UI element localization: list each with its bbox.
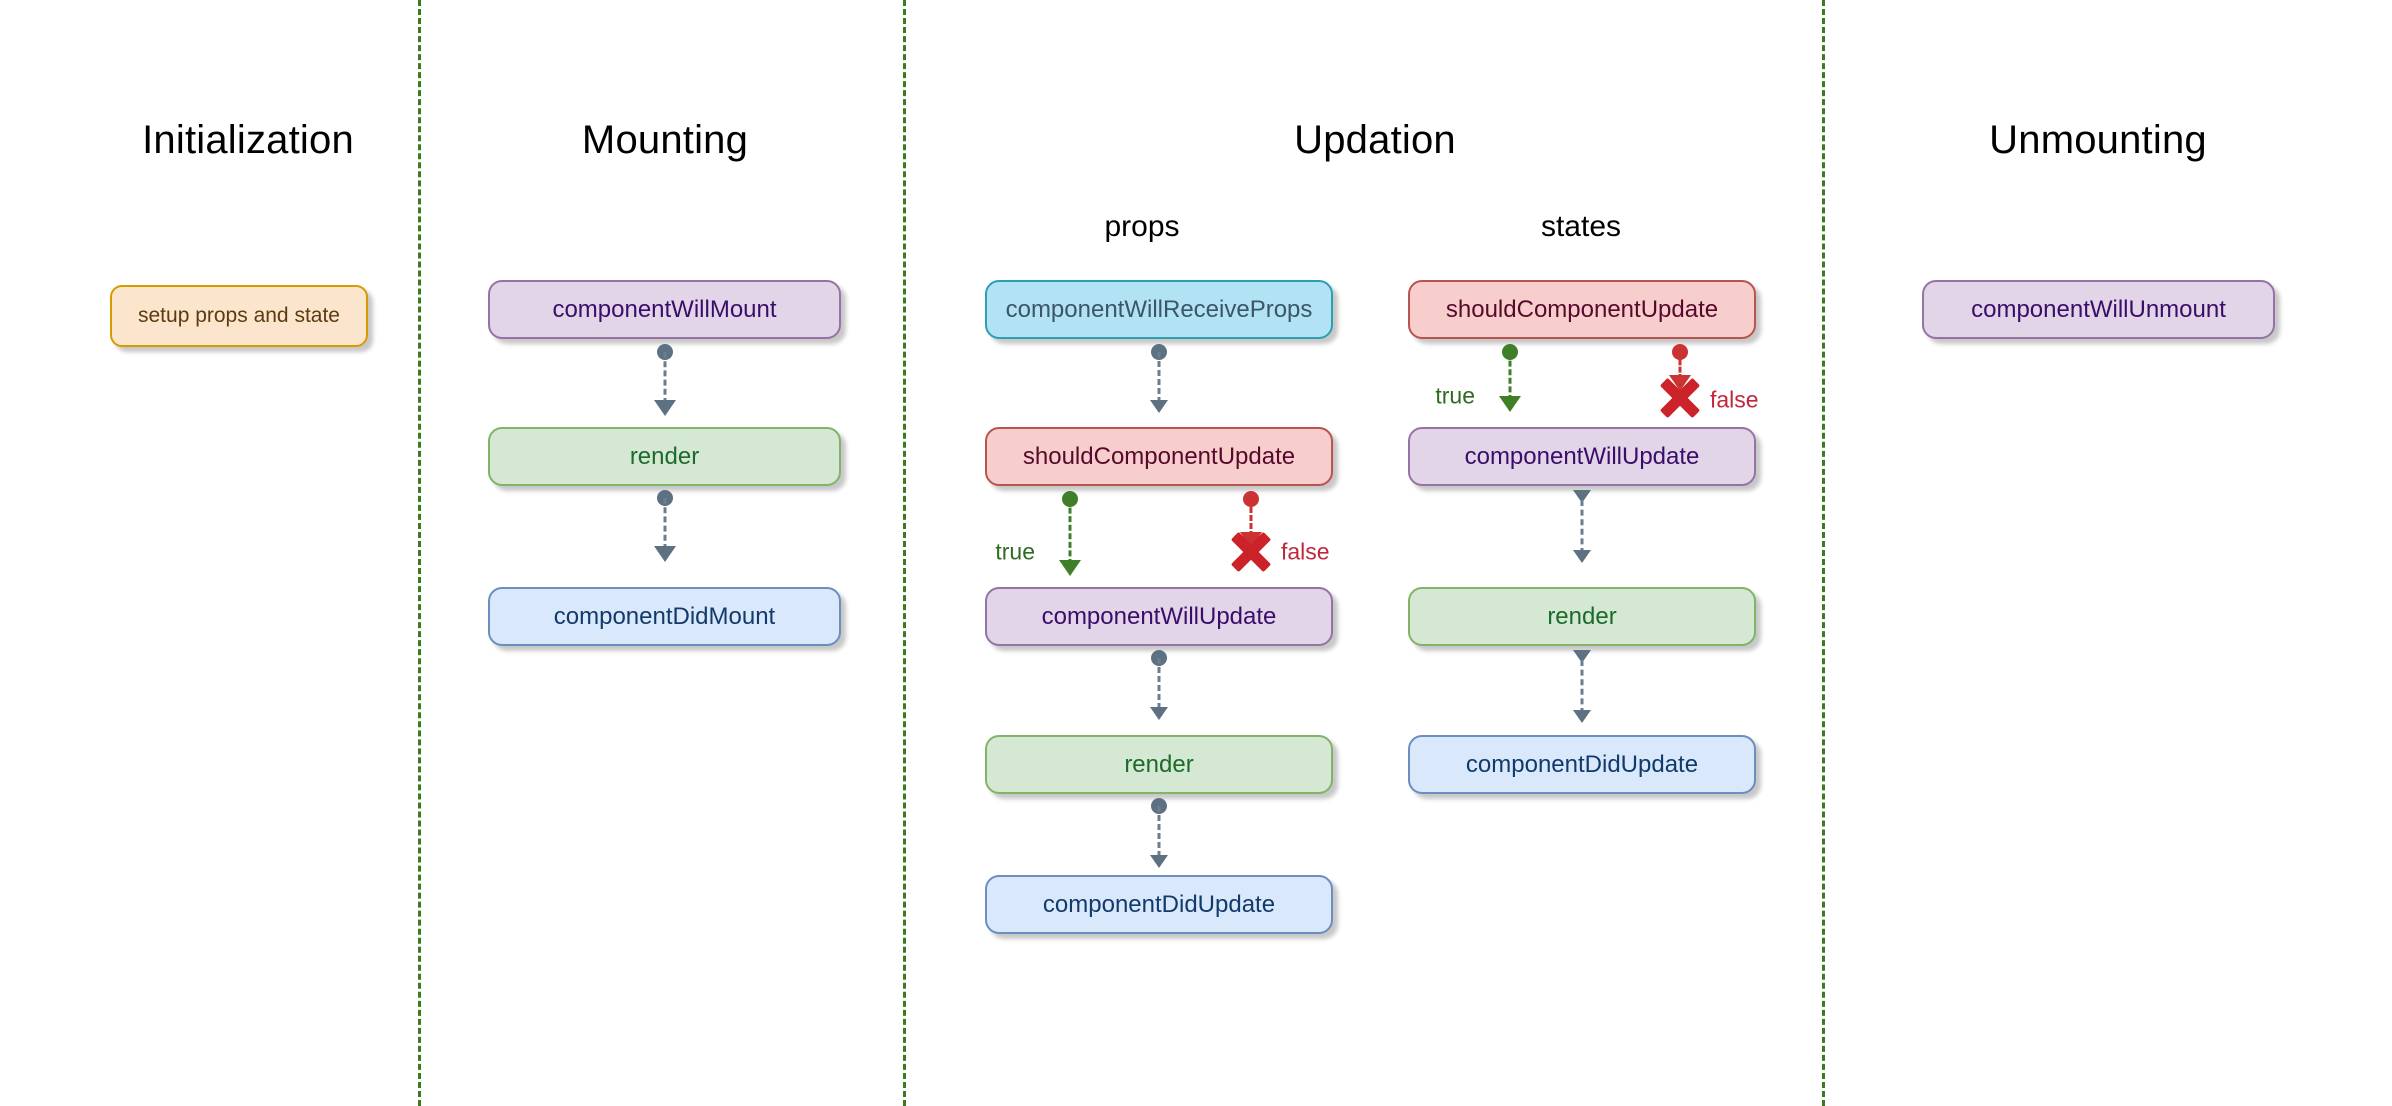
node-should-component-update-props[interactable]: shouldComponentUpdate (985, 427, 1333, 486)
arrow-will-mount-to-render (654, 400, 676, 416)
connector-states-false (1678, 352, 1682, 380)
arrow-states-true (1499, 396, 1521, 412)
node-setup-props-and-state[interactable]: setup props and state (110, 285, 368, 347)
node-should-component-update-states[interactable]: shouldComponentUpdate (1408, 280, 1756, 339)
branch-label-states-true: true (1435, 382, 1475, 409)
section-title-initialization: Initialization (142, 118, 354, 162)
node-component-will-update-states[interactable]: componentWillUpdate (1408, 427, 1756, 486)
section-title-mounting: Mounting (581, 118, 749, 162)
subheading-props: props (1104, 210, 1180, 243)
arrow-will-update-to-render-states (1573, 550, 1591, 563)
arrow-render-to-did-update-states (1573, 710, 1591, 723)
node-render-states[interactable]: render (1408, 587, 1756, 646)
node-component-will-receive-props[interactable]: componentWillReceiveProps (985, 280, 1333, 339)
node-component-did-mount[interactable]: componentDidMount (488, 587, 841, 646)
arrow-start-will-update-states (1573, 490, 1591, 503)
connector-render-to-did-update-states (1580, 660, 1584, 714)
divider-updation-unmounting (1822, 0, 1825, 1106)
connector-props-true (1068, 499, 1072, 565)
node-component-will-update-props[interactable]: componentWillUpdate (985, 587, 1333, 646)
connector-will-update-to-render-states (1580, 500, 1584, 554)
section-title-unmounting: Unmounting (1989, 118, 2207, 162)
section-title-updation: Updation (1294, 118, 1456, 162)
connector-props-false (1249, 499, 1253, 537)
node-component-did-update-states[interactable]: componentDidUpdate (1408, 735, 1756, 794)
subheading-states: states (1540, 210, 1622, 243)
arrow-props-true (1059, 560, 1081, 576)
node-render-mounting[interactable]: render (488, 427, 841, 486)
branch-label-states-false: false (1710, 386, 1759, 413)
arrow-will-update-to-render-props (1150, 707, 1168, 720)
divider-initialization-mounting (418, 0, 421, 1106)
connector-will-update-to-render-props (1157, 658, 1161, 709)
arrow-render-to-did-mount (654, 546, 676, 562)
connector-will-mount-to-render (663, 352, 667, 404)
connector-will-receive-props-to-should-update (1157, 352, 1161, 403)
branch-label-props-false: false (1281, 538, 1330, 565)
branch-label-props-true: true (995, 538, 1035, 565)
node-render-props[interactable]: render (985, 735, 1333, 794)
connector-states-true (1508, 352, 1512, 401)
divider-mounting-updation (903, 0, 906, 1106)
node-component-did-update-props[interactable]: componentDidUpdate (985, 875, 1333, 934)
node-component-will-unmount[interactable]: componentWillUnmount (1922, 280, 2275, 339)
blocked-cross-icon-states (1658, 376, 1702, 420)
arrow-start-render-states (1573, 650, 1591, 663)
blocked-cross-icon-props (1229, 530, 1273, 574)
connector-render-to-did-update-props (1157, 806, 1161, 857)
node-component-will-mount[interactable]: componentWillMount (488, 280, 841, 339)
arrow-render-to-did-update-props (1150, 855, 1168, 868)
arrow-will-receive-props-to-should-update (1150, 400, 1168, 413)
connector-render-to-did-mount (663, 498, 667, 550)
